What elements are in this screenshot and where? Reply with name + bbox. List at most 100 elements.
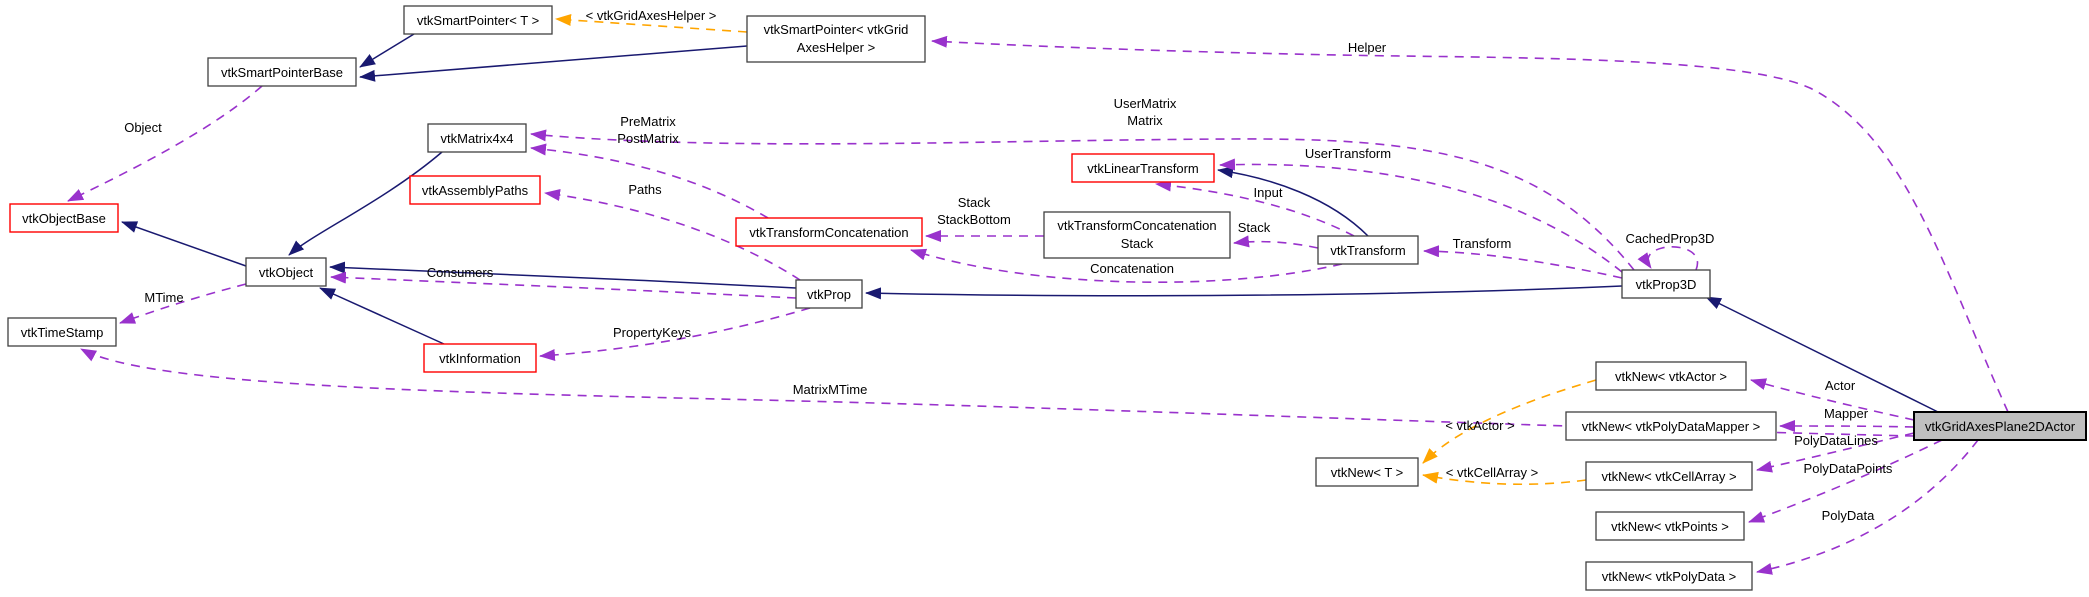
node-vtksmartpointerbase[interactable]: vtkSmartPointerBase (207, 57, 357, 87)
edge-inherit-smartpointer-helper-to-base (359, 45, 748, 82)
edge-label-template-gridaxeshelper: < vtkGridAxesHelper > (586, 8, 717, 23)
template-edges (555, 14, 1597, 486)
node-label: vtkLinearTransform (1087, 161, 1199, 176)
node-label-line1: vtkSmartPointer< vtkGrid (764, 22, 909, 37)
node-label: vtkTransform (1330, 243, 1405, 258)
edge-usage-propertykeys (539, 307, 811, 362)
edge-inherit-prop-to-object (329, 261, 797, 289)
edge-label-polydatapoints: PolyDataPoints (1804, 461, 1893, 476)
edge-inherit-gridaxes-to-prop3d (1705, 296, 1939, 413)
node-label: vtkNew< vtkActor > (1615, 369, 1727, 384)
edge-label-helper: Helper (1348, 40, 1387, 55)
edge-inherit-smartpointer-t-to-base (359, 33, 415, 68)
node-label-line1: vtkTransformConcatenation (1057, 218, 1216, 233)
edge-usage-mtime (119, 283, 247, 324)
node-label: vtkTransformConcatenation (749, 225, 908, 240)
node-vtkgridaxesplane2dactor[interactable]: vtkGridAxesPlane2DActor (1913, 411, 2087, 441)
node-label: vtkInformation (439, 351, 521, 366)
edge-usage-prematrix (530, 143, 769, 219)
edge-label-usertransform: UserTransform (1305, 146, 1391, 161)
edge-label-template-actor: < vtkActor > (1445, 418, 1514, 433)
edge-inherit-object-to-objectbase (121, 221, 247, 267)
edge-usage-object-member (67, 85, 263, 202)
node-vtkmatrix4x4[interactable]: vtkMatrix4x4 (427, 123, 527, 153)
node-vtktransform[interactable]: vtkTransform (1317, 235, 1419, 265)
edge-label-polydata: PolyData (1822, 508, 1876, 523)
edge-usage-transform (1423, 245, 1623, 279)
edge-label-polydatalines: PolyDataLines (1794, 433, 1878, 448)
node-label: vtkObjectBase (22, 211, 106, 226)
edge-label-propertykeys: PropertyKeys (613, 325, 692, 340)
node-label: vtkGridAxesPlane2DActor (1925, 419, 2076, 434)
edge-label-prematrix: PreMatrix (620, 114, 676, 129)
node-vtksmartpointer-t[interactable]: vtkSmartPointer< T > (403, 5, 553, 35)
node-vtkobject[interactable]: vtkObject (245, 257, 327, 287)
edge-template-new-actor (1422, 379, 1597, 464)
edge-inherit-prop3d-to-prop (865, 285, 1623, 300)
node-vtkobjectbase[interactable]: vtkObjectBase (9, 203, 119, 233)
edge-label-transform: Transform (1453, 236, 1512, 251)
usage-edges (67, 35, 2009, 575)
edge-usage-paths (544, 189, 801, 281)
edge-label-stackbottom: StackBottom (937, 212, 1011, 227)
edge-usage-polydatalines (1756, 432, 1915, 473)
node-vtknew-vtkpoints[interactable]: vtkNew< vtkPoints > (1595, 511, 1745, 541)
node-vtktransformconcatenationstack[interactable]: vtkTransformConcatenation Stack (1043, 211, 1231, 259)
node-label: vtkSmartPointer< T > (417, 13, 539, 28)
edge-label-usermatrix: UserMatrix (1114, 96, 1177, 111)
nodes: vtkSmartPointer< T > vtkSmartPointerBase… (7, 5, 2087, 591)
node-label: vtkProp (807, 287, 851, 302)
node-vtkprop3d[interactable]: vtkProp3D (1621, 269, 1711, 299)
edge-label-template-cellarray: < vtkCellArray > (1446, 465, 1538, 480)
inheritance-edges (121, 33, 1939, 413)
node-vtksmartpointer-vtkgridaxeshelper[interactable]: vtkSmartPointer< vtkGrid AxesHelper > (746, 15, 926, 63)
node-vtknew-vtkpolydata[interactable]: vtkNew< vtkPolyData > (1585, 561, 1753, 591)
node-vtkassemblypaths[interactable]: vtkAssemblyPaths (409, 175, 541, 205)
edge-usage-stack (1233, 235, 1319, 249)
node-label: vtkSmartPointerBase (221, 65, 343, 80)
node-label: vtkNew< vtkPoints > (1611, 519, 1729, 534)
node-vtkinformation[interactable]: vtkInformation (423, 343, 537, 373)
node-vtknew-t[interactable]: vtkNew< T > (1315, 457, 1419, 487)
node-label: vtkNew< vtkCellArray > (1601, 469, 1736, 484)
node-label: vtkMatrix4x4 (441, 131, 514, 146)
node-vtknew-vtkactor[interactable]: vtkNew< vtkActor > (1595, 361, 1747, 391)
edge-label-matrixmtime: MatrixMTime (793, 382, 868, 397)
node-label: vtkNew< vtkPolyDataMapper > (1582, 419, 1760, 434)
edge-usage-usermatrix (530, 129, 1635, 271)
edge-usage-concatenation (910, 248, 1343, 284)
edge-usage-mapper (1779, 420, 1915, 433)
edge-label-consumers: Consumers (427, 265, 494, 280)
edge-label-mapper: Mapper (1824, 406, 1869, 421)
edge-label-cachedprop3d: CachedProp3D (1626, 231, 1715, 246)
node-label: vtkProp3D (1636, 277, 1697, 292)
edge-label-concatenation: Concatenation (1090, 261, 1174, 276)
node-label-line2: Stack (1121, 236, 1154, 251)
edge-label-stack: Stack (1238, 220, 1271, 235)
edge-label-mtime: MTime (144, 290, 183, 305)
edge-inherit-transform-to-lineartransform (1217, 166, 1369, 237)
edge-usage-usertransform (1219, 158, 1623, 273)
node-vtkprop[interactable]: vtkProp (795, 279, 863, 309)
node-label: vtkAssemblyPaths (422, 183, 529, 198)
edge-label-paths: Paths (628, 182, 662, 197)
edge-label-input: Input (1254, 185, 1283, 200)
node-vtknew-vtkpolydatamapper[interactable]: vtkNew< vtkPolyDataMapper > (1565, 411, 1777, 441)
edge-usage-actor (1750, 378, 1915, 421)
edge-label-actor: Actor (1825, 378, 1856, 393)
edge-inherit-matrix4x4-to-object (288, 151, 443, 256)
edge-usage-polydata (1756, 439, 1979, 575)
node-vtktransformconcatenation[interactable]: vtkTransformConcatenation (735, 217, 923, 247)
node-vtknew-vtkcellarray[interactable]: vtkNew< vtkCellArray > (1585, 461, 1753, 491)
edge-labels: < vtkGridAxesHelper > Helper UserMatrix … (124, 8, 1893, 523)
node-vtklineartransform[interactable]: vtkLinearTransform (1071, 153, 1215, 183)
node-label: vtkNew< T > (1331, 465, 1404, 480)
edge-usage-input (1155, 179, 1355, 237)
edge-label-stack-top: Stack (958, 195, 991, 210)
edge-template-new-cellarray (1422, 471, 1587, 486)
node-label: vtkNew< vtkPolyData > (1602, 569, 1736, 584)
edge-inherit-information-to-object (319, 287, 445, 345)
node-vtktimestamp[interactable]: vtkTimeStamp (7, 317, 117, 347)
